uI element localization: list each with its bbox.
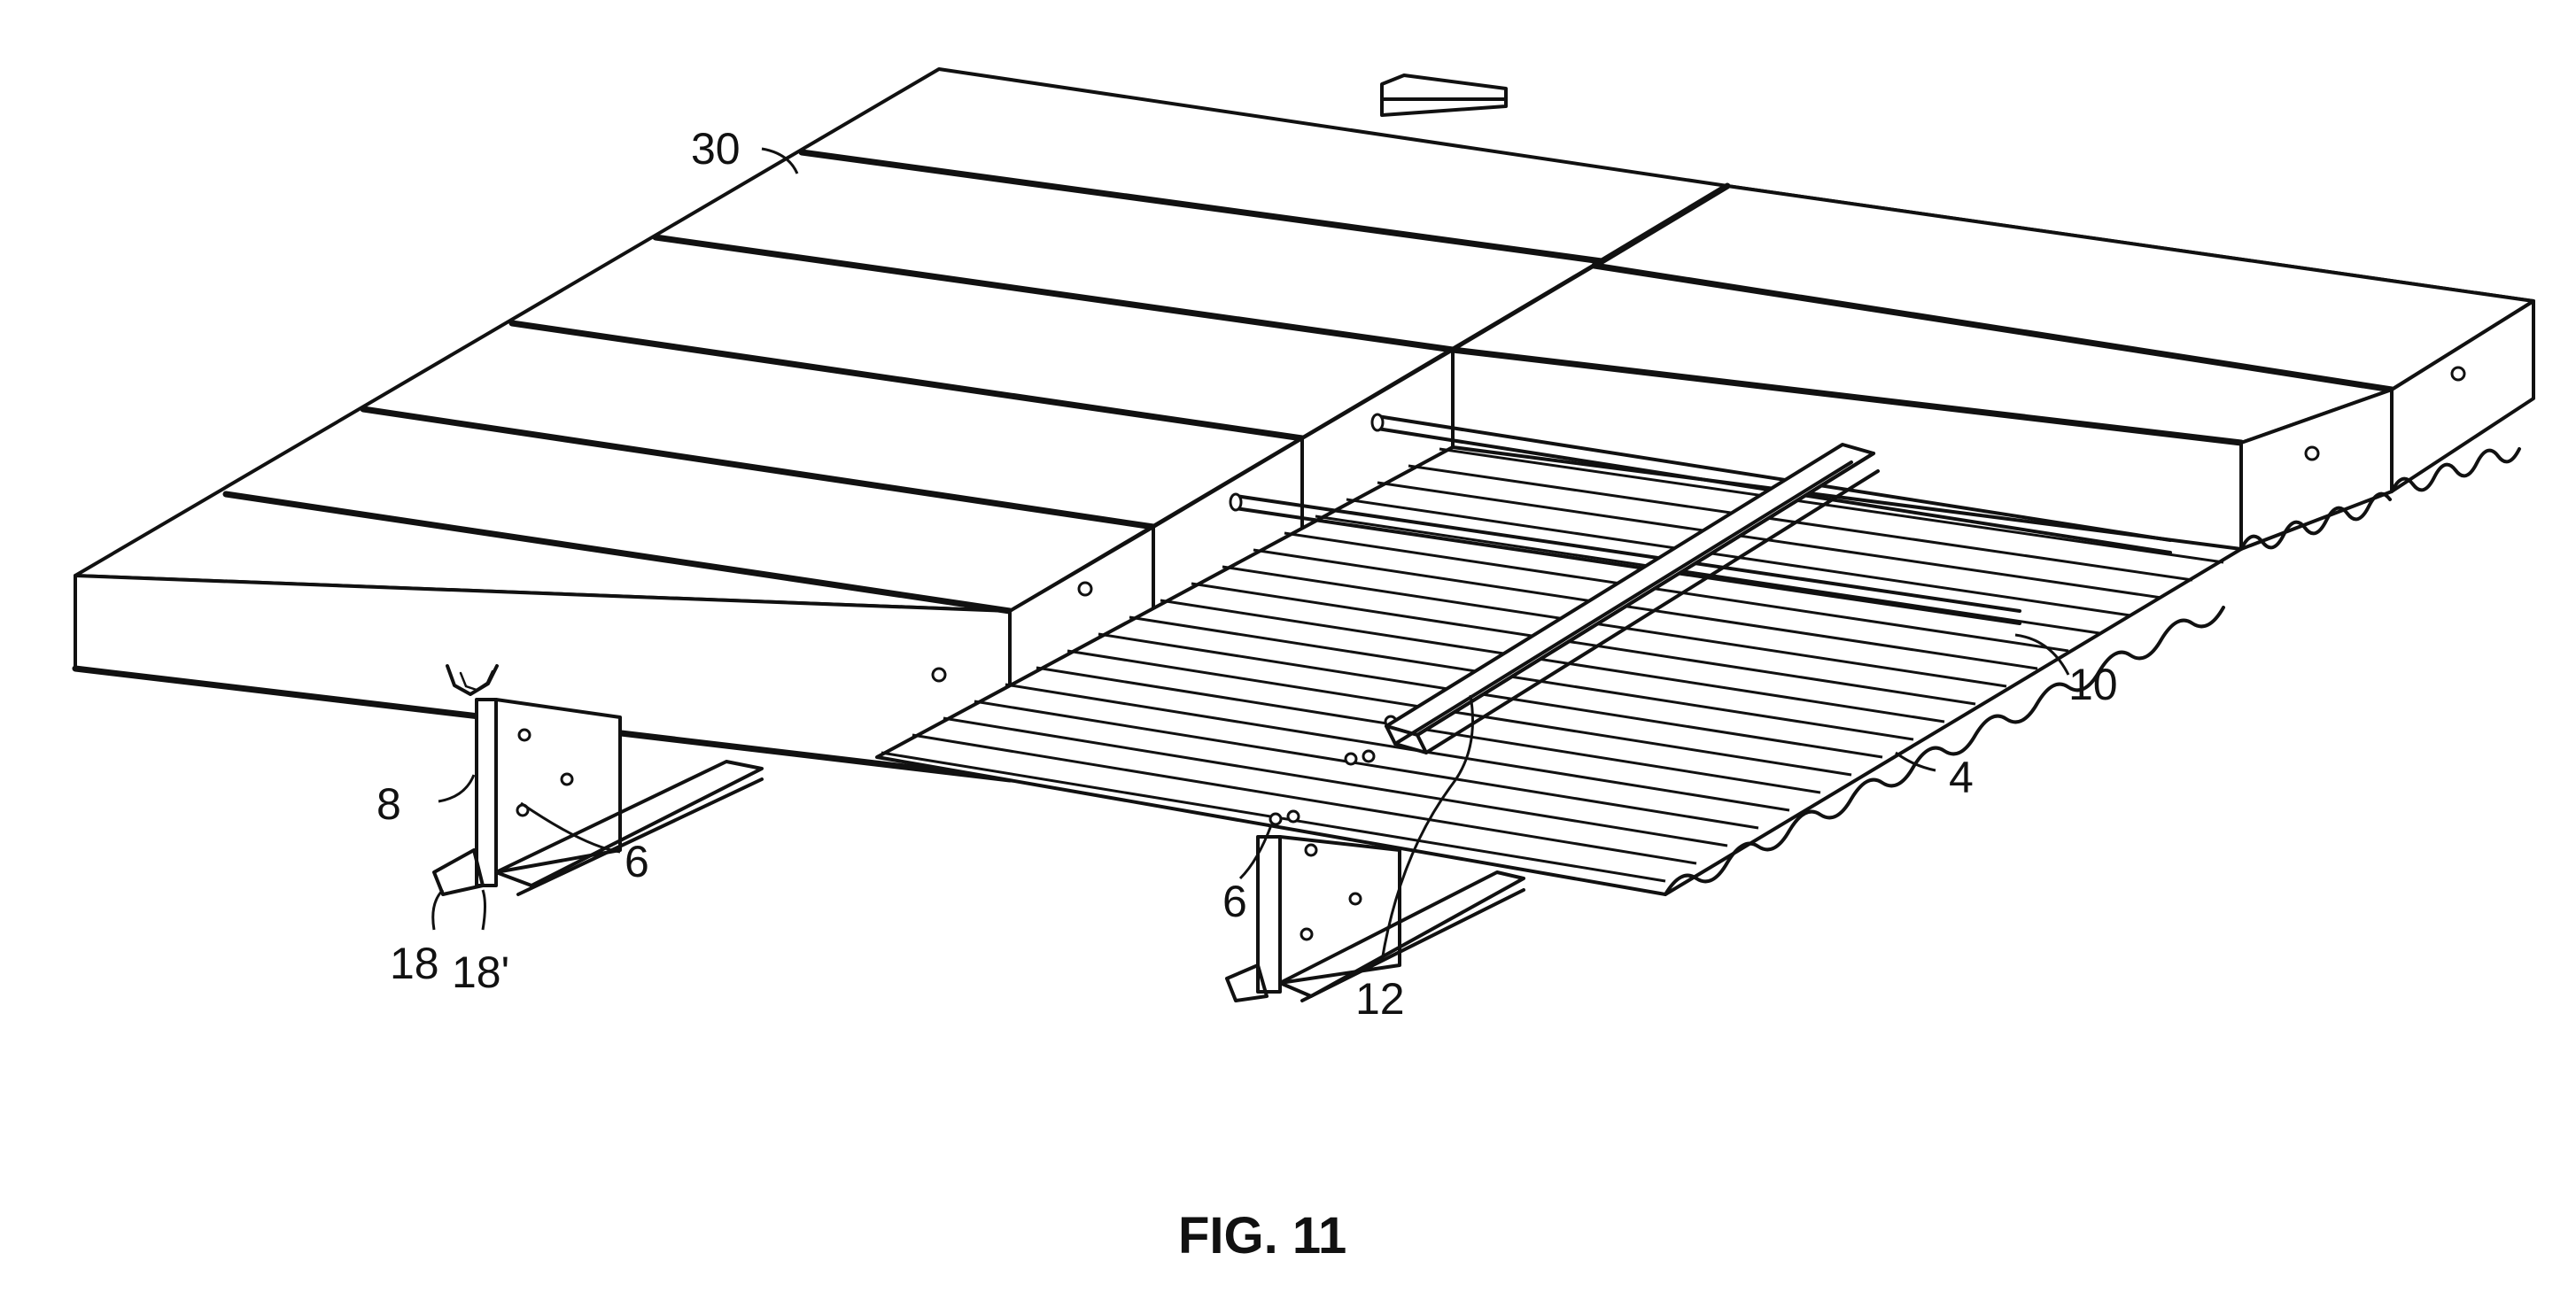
label-flange-right: 18' — [452, 948, 509, 997]
label-rebar: 10 — [2068, 660, 2118, 709]
label-deck: 4 — [1949, 753, 1974, 802]
label-fasteners-left: 6 — [625, 837, 649, 886]
label-web: 8 — [376, 779, 401, 829]
top-beam-stub — [1382, 75, 1506, 115]
label-fasteners-right: 6 — [1222, 877, 1247, 926]
label-flange-left: 18 — [390, 939, 439, 988]
label-channel: 12 — [1355, 974, 1405, 1024]
label-panels: 30 — [691, 124, 741, 174]
figure-caption: FIG. 11 — [1178, 1207, 1346, 1265]
